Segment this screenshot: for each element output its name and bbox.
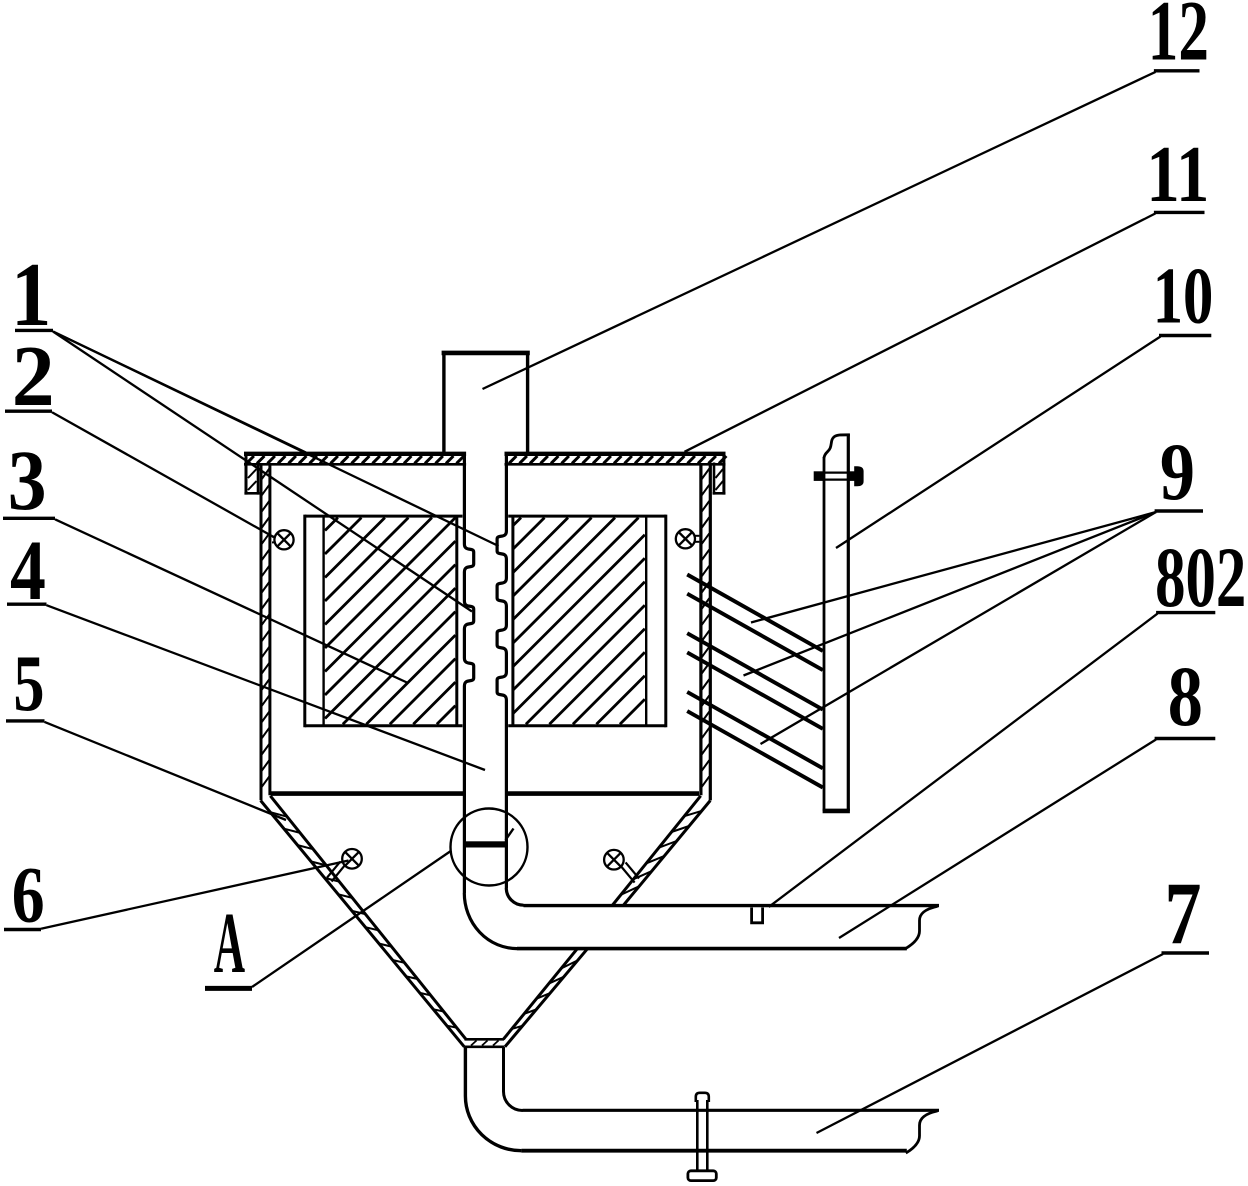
svg-text:4: 4	[10, 523, 46, 619]
svg-text:A: A	[214, 895, 245, 991]
svg-text:6: 6	[12, 849, 45, 939]
svg-text:8: 8	[1168, 648, 1203, 743]
svg-text:3: 3	[8, 432, 47, 527]
svg-text:2: 2	[12, 327, 55, 424]
svg-text:9: 9	[1160, 427, 1195, 517]
svg-text:10: 10	[1153, 253, 1214, 341]
svg-text:12: 12	[1148, 0, 1209, 79]
svg-text:7: 7	[1165, 864, 1202, 963]
svg-text:5: 5	[13, 638, 44, 728]
svg-text:11: 11	[1146, 130, 1209, 219]
svg-text:1: 1	[11, 245, 51, 345]
svg-text:802: 802	[1155, 531, 1246, 626]
